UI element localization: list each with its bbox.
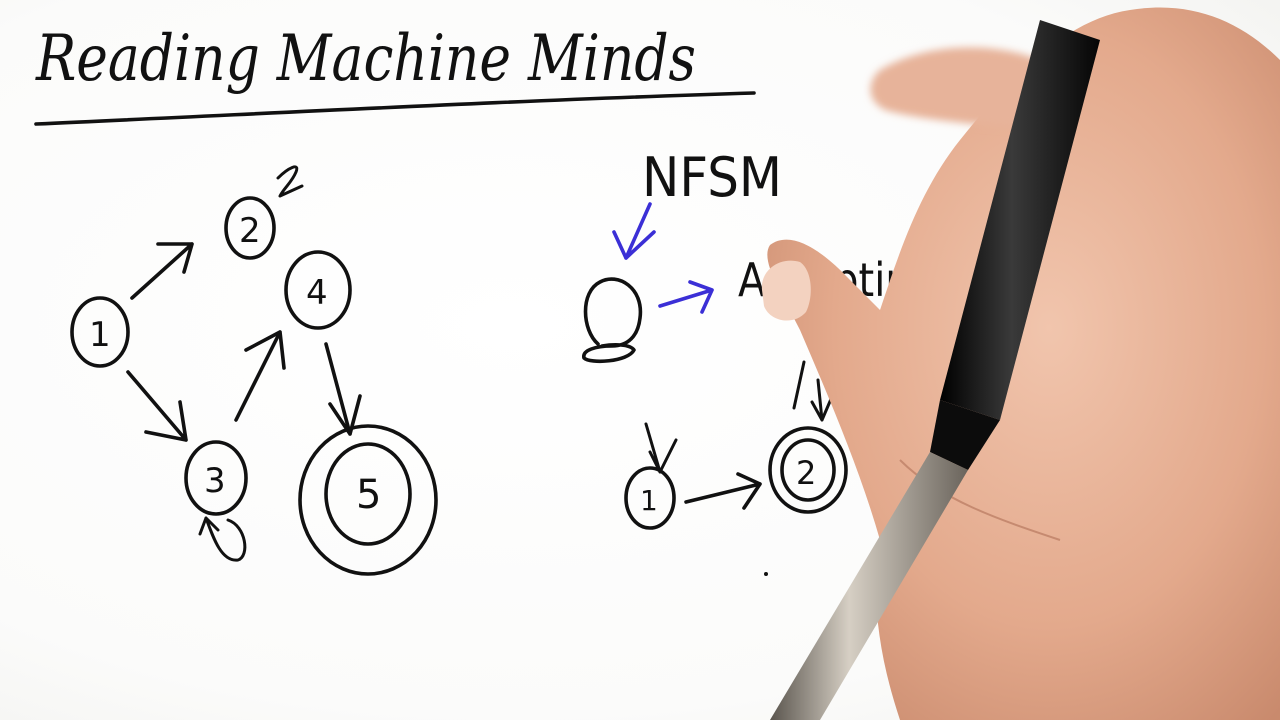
rnode-2-outer-circle	[768, 426, 848, 514]
page-title: Reading Machine Minds	[35, 22, 696, 96]
node-1-circle	[70, 296, 130, 368]
edge-4-to-5	[324, 342, 362, 436]
rnode-1-circle	[624, 466, 676, 530]
node-5-label: 5	[356, 472, 381, 518]
node-3-circle	[184, 440, 248, 516]
start-arrow-blue	[612, 202, 656, 260]
accepting-to-rnode2-arrows	[792, 360, 836, 422]
node-4-circle	[284, 250, 352, 330]
node-4-label: 4	[306, 273, 328, 313]
rnode-2-inner-circle	[780, 438, 836, 502]
node-3-self-loop	[198, 516, 247, 562]
marker-pen	[770, 20, 1100, 720]
rnode-1-start-arrow	[644, 422, 678, 474]
node-2-circle	[224, 196, 276, 260]
marker-dot	[764, 572, 768, 576]
generic-state-shape	[582, 277, 643, 364]
edge-3-to-4	[234, 330, 286, 422]
rnode-2-label: 2	[796, 454, 816, 492]
node-3-label: 3	[204, 461, 226, 501]
node-5-inner-circle	[324, 442, 412, 546]
rnode-1-label: 1	[640, 484, 658, 517]
nfsm-heading: NFSM	[642, 146, 782, 209]
node-2-self-loop	[276, 165, 304, 198]
title-underline	[34, 91, 756, 126]
node-2-label: 2	[239, 211, 261, 251]
edge-1-to-2	[130, 242, 194, 300]
edge-r1-to-r2	[684, 472, 762, 510]
node-5-outer-circle	[298, 424, 438, 576]
node-1-label: 1	[89, 315, 111, 355]
left-state-diagram: 1 2 4 3 5	[70, 165, 438, 576]
arrow-to-accepting-blue	[658, 280, 714, 314]
edge-1-to-3	[126, 370, 188, 442]
